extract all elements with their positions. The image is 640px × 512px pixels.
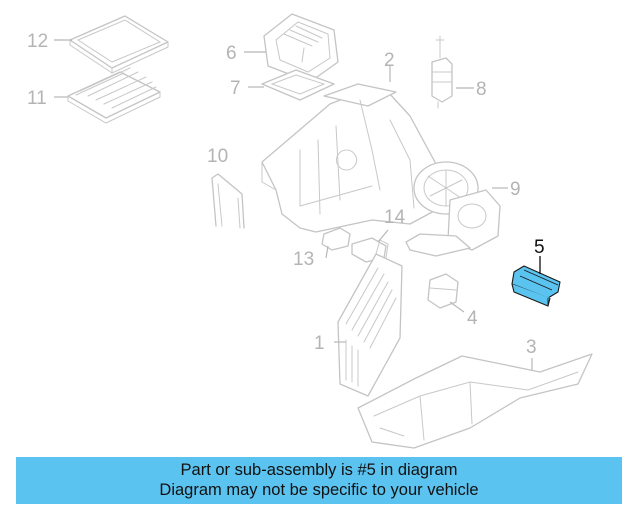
part-12-filter-frame xyxy=(69,15,169,74)
part-10-bracket xyxy=(211,173,245,229)
callout-12: 12 xyxy=(27,31,48,52)
part-9-blower-motor xyxy=(405,161,501,257)
callout-3: 3 xyxy=(526,337,537,358)
part-13-sensor xyxy=(321,227,351,251)
part-3-lower-duct xyxy=(357,353,593,449)
callout-6: 6 xyxy=(226,43,237,64)
part-1-heater-core xyxy=(337,239,403,397)
callout-5: 5 xyxy=(534,237,545,258)
parts-diagram: 12 11 6 7 2 8 10 9 14 13 5 1 4 3 xyxy=(27,13,593,449)
callout-1: 1 xyxy=(314,333,325,354)
callout-13: 13 xyxy=(293,249,314,270)
banner-line-part: Part or sub-assembly is #5 in diagram xyxy=(180,461,458,479)
part-11-filter-element xyxy=(67,67,161,124)
part-7-seal xyxy=(261,69,335,101)
callout-4: 4 xyxy=(467,308,478,329)
callout-10: 10 xyxy=(207,146,228,167)
callout-2: 2 xyxy=(384,50,395,71)
callout-7: 7 xyxy=(230,78,241,99)
callout-8: 8 xyxy=(476,79,487,100)
part-8-actuator xyxy=(431,35,453,109)
info-banner: Part or sub-assembly is #5 in diagram Di… xyxy=(16,457,622,504)
part-5-highlighted xyxy=(511,265,561,307)
part-4-resistor xyxy=(427,273,459,309)
callout-9: 9 xyxy=(510,179,521,200)
callout-14: 14 xyxy=(384,207,406,228)
part-6-intake-housing xyxy=(263,13,339,83)
callout-11: 11 xyxy=(27,88,47,109)
banner-line-disclaimer: Diagram may not be specific to your vehi… xyxy=(159,481,479,499)
part-2-heater-housing xyxy=(261,83,437,233)
